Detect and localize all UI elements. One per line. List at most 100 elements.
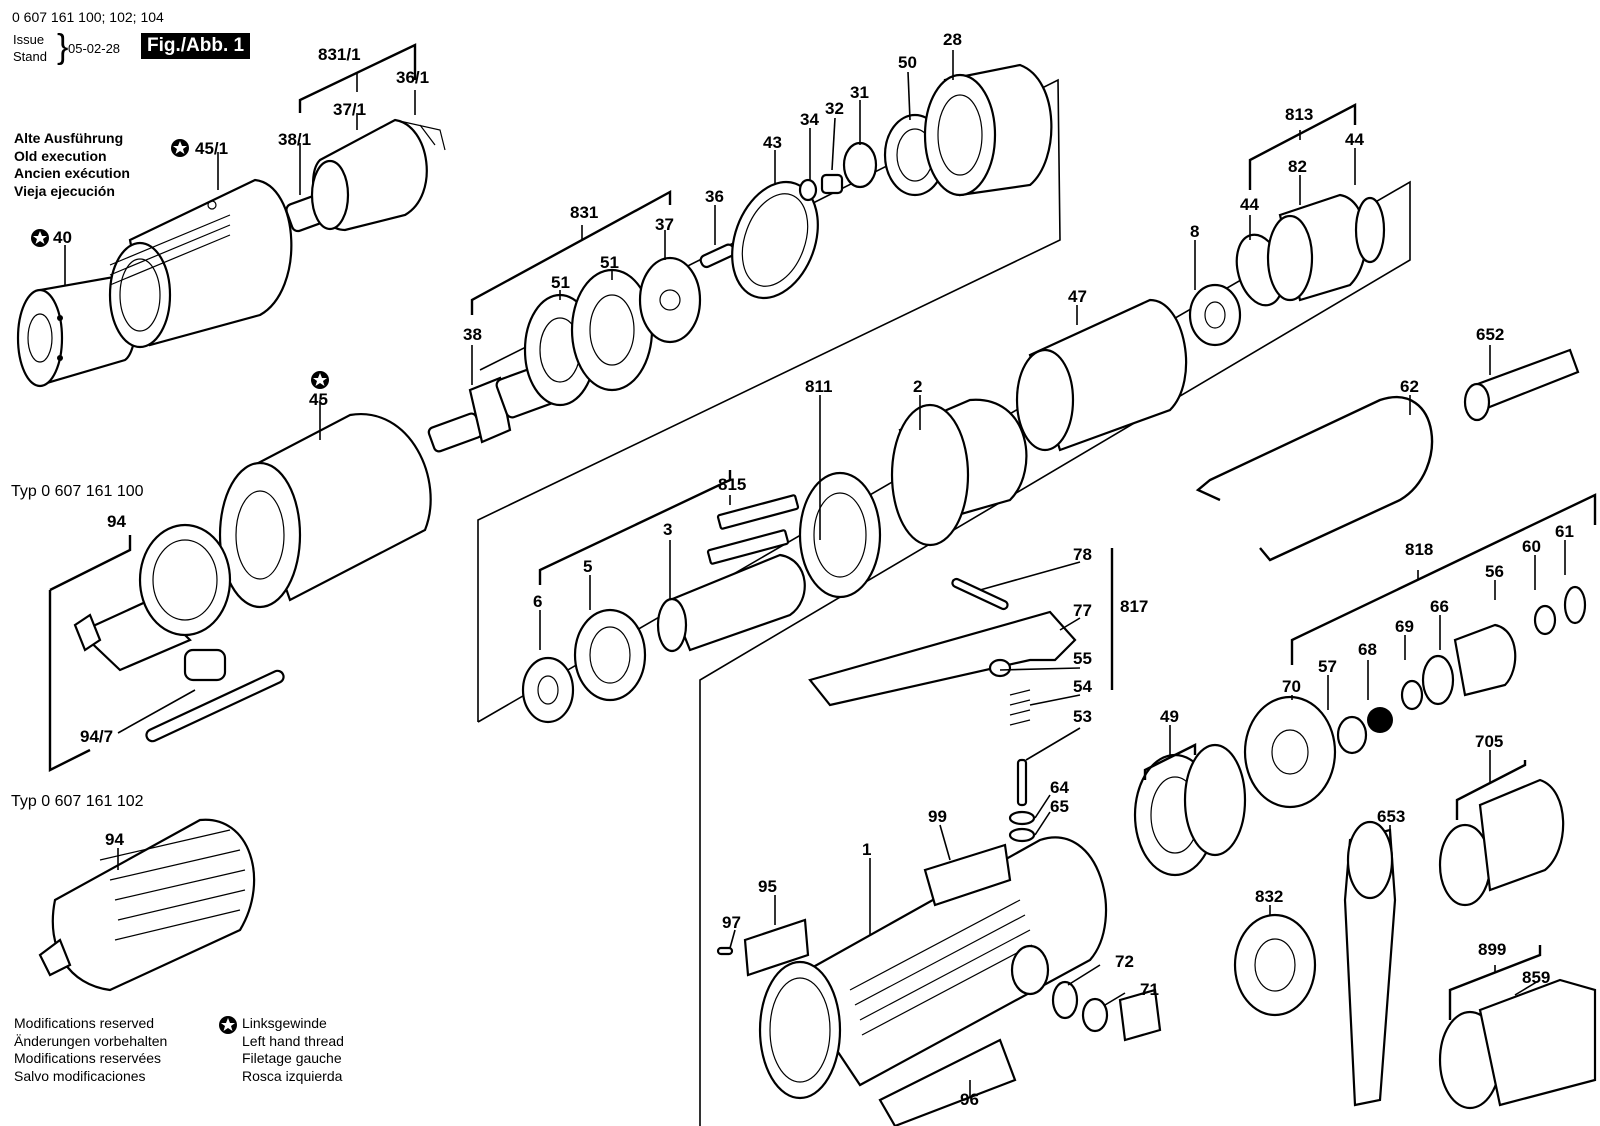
- callout-832: 832: [1255, 887, 1283, 906]
- part-653-handle: [1343, 820, 1397, 1107]
- callout-99: 99: [928, 807, 947, 826]
- thread-de: Linksgewinde: [242, 1015, 327, 1031]
- part-43-ring: [731, 180, 819, 300]
- callout-78: 78: [1073, 545, 1092, 564]
- old-execution-de: Alte Ausführung: [14, 130, 124, 146]
- callout-45: 45: [309, 390, 328, 409]
- callout-61: 61: [1555, 522, 1574, 541]
- left-hand-thread-icon-45: [311, 371, 329, 389]
- callout-44-b: 44: [1240, 195, 1259, 214]
- part-45-housing: [218, 413, 432, 609]
- thread-en: Left hand thread: [242, 1032, 344, 1049]
- callout-94-b: 94: [105, 830, 124, 849]
- callout-8: 8: [1190, 222, 1199, 241]
- part-832-nut: [1233, 913, 1317, 1017]
- callout-31: 31: [850, 83, 869, 102]
- callout-94-7: 94/7: [80, 727, 113, 746]
- modifications-note: Modifications reserved Änderungen vorbeh…: [14, 1015, 167, 1085]
- part-899-hose-adapter: [1438, 978, 1597, 1110]
- part-53-pin: [1016, 758, 1028, 807]
- figure-title: Fig./Abb. 1: [141, 33, 251, 59]
- part-55-valve-cap: [988, 658, 1012, 678]
- callout-705: 705: [1475, 732, 1503, 751]
- callout-70: 70: [1282, 677, 1301, 696]
- callout-64: 64: [1050, 778, 1069, 797]
- callout-815: 815: [718, 475, 746, 494]
- callout-811: 811: [805, 377, 832, 396]
- callout-653: 653: [1377, 807, 1405, 826]
- callout-6: 6: [533, 592, 542, 611]
- part-815-vanes: [706, 494, 800, 565]
- callout-95: 95: [758, 877, 777, 896]
- callout-818: 818: [1405, 540, 1433, 559]
- part-64-washer: [1008, 810, 1036, 826]
- type-label-100: Typ 0 607 161 100: [11, 483, 144, 500]
- callout-37-1: 37/1: [333, 100, 366, 119]
- callout-94-a: 94: [107, 512, 126, 531]
- part-69-spring: [1400, 679, 1424, 711]
- part-82-valve: [1266, 193, 1368, 302]
- issue-date: 05-02-28: [68, 41, 121, 56]
- part-70-ring: [1243, 695, 1337, 809]
- part-56-valve-insert: [1453, 623, 1517, 697]
- callout-55: 55: [1073, 649, 1092, 668]
- part-6-bearing: [521, 656, 575, 724]
- part-1-motor-housing: [758, 836, 1108, 1100]
- callout-32: 32: [825, 99, 844, 118]
- part-32-bush: [820, 173, 844, 195]
- callout-66: 66: [1430, 597, 1449, 616]
- callout-28: 28: [943, 30, 962, 49]
- brace-symbol: }: [57, 28, 69, 66]
- part-8-bearing: [1188, 283, 1242, 347]
- part-66-oring: [1421, 654, 1455, 706]
- part-705-exhaust-cover: [1438, 778, 1565, 907]
- part-72-oring: [1051, 980, 1079, 1020]
- callout-5: 5: [583, 557, 592, 576]
- callout-831: 831: [570, 203, 598, 222]
- part-49-silencer: [1133, 743, 1247, 877]
- callout-36: 36: [705, 187, 724, 206]
- part-95-plate: [743, 918, 810, 977]
- left-hand-thread-legend-icon: [218, 1015, 238, 1040]
- callout-51-b: 51: [600, 253, 619, 272]
- modifications-de: Änderungen vorbehalten: [14, 1032, 168, 1049]
- part-28-ring-gear: [923, 63, 1053, 197]
- part-45-1-housing: [108, 178, 293, 349]
- callout-652: 652: [1476, 325, 1504, 344]
- issue-label: Issue: [13, 32, 45, 47]
- part-62-spring: [1195, 396, 1434, 562]
- callout-82: 82: [1288, 157, 1307, 176]
- callout-831-1: 831/1: [318, 45, 361, 64]
- callout-68: 68: [1358, 640, 1377, 659]
- callout-38-1: 38/1: [278, 130, 311, 149]
- callout-97: 97: [722, 913, 741, 932]
- part-5-bearing-plate: [573, 608, 647, 702]
- part-40-ring: [16, 273, 138, 388]
- callout-57: 57: [1318, 657, 1337, 676]
- type-label-102: Typ 0 607 161 102: [11, 793, 144, 810]
- callout-40: 40: [53, 228, 72, 247]
- callout-899: 899: [1478, 940, 1506, 959]
- part-71-valve: [1081, 988, 1162, 1042]
- callout-43: 43: [763, 133, 782, 152]
- old-execution-fr: Ancien exécution: [14, 165, 130, 181]
- callout-72: 72: [1115, 952, 1134, 971]
- left-hand-thread-icon-45-1: [171, 139, 189, 157]
- part-54-spring: [1009, 689, 1031, 726]
- callout-60: 60: [1522, 537, 1541, 556]
- callout-1: 1: [862, 840, 871, 859]
- part-60-screw: [1533, 604, 1557, 636]
- thread-es: Rosca izquierda: [242, 1067, 343, 1084]
- callout-54: 54: [1073, 677, 1092, 696]
- callout-859: 859: [1522, 968, 1550, 987]
- modifications-en: Modifications reserved: [14, 1015, 155, 1031]
- part-94-7-chuck-key: [145, 648, 285, 743]
- part-652-hose-nipple: [1463, 348, 1580, 422]
- part-68-ball: [1367, 707, 1393, 733]
- part-3-rotor: [656, 553, 806, 653]
- callout-53: 53: [1073, 707, 1092, 726]
- callout-3: 3: [663, 520, 672, 539]
- part-47-cylinder: [1015, 298, 1188, 452]
- callout-50: 50: [898, 53, 917, 72]
